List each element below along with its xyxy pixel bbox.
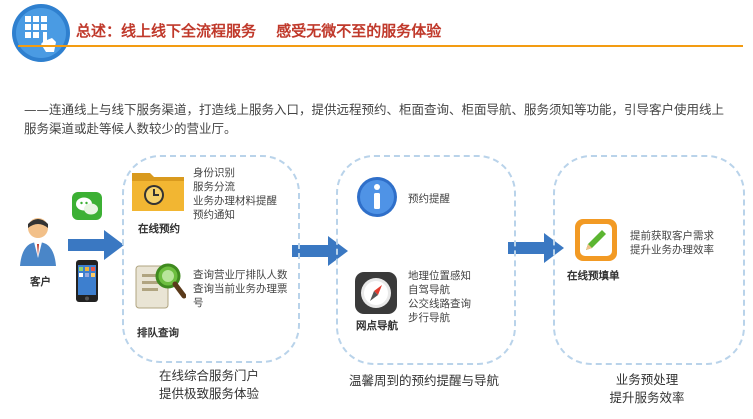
stage1-caption: 在线综合服务门户 提供极致服务体验 xyxy=(122,367,296,403)
caption-line: 提升服务效率 xyxy=(609,390,685,405)
stage2-caption: 温馨周到的预约提醒与导航 xyxy=(348,373,499,388)
stage1-box xyxy=(122,155,300,363)
desc-line: 查询当前业务办理票号 xyxy=(193,283,288,309)
stage1-item1-label: 在线预约 xyxy=(138,223,180,235)
stage2-item2-label: 网点导航 xyxy=(356,320,398,332)
caption-line: 在线综合服务门户 xyxy=(158,368,259,383)
desc-line: 地理位置感知 xyxy=(408,270,471,282)
flow-arrow-2 xyxy=(292,236,348,266)
stage3-item1-label: 在线预填单 xyxy=(567,270,620,282)
caption-line: 业务预处理 xyxy=(615,372,679,387)
desc-line: 业务办理材料提醒 xyxy=(193,195,277,207)
touch-grid-icon xyxy=(10,2,72,64)
folder-clock-icon xyxy=(130,167,186,213)
desc-line: 提前获取客户需求 xyxy=(630,230,714,242)
customer-label: 客户 xyxy=(30,276,51,288)
edit-form-icon xyxy=(574,218,618,262)
desc-line: 预约通知 xyxy=(193,209,235,221)
stage3-item1-desc: 提前获取客户需求 提升业务办理效率 xyxy=(630,229,740,257)
stage2-box xyxy=(336,155,516,365)
wechat-icon xyxy=(72,192,102,220)
desc-line: 公交线路查询 xyxy=(408,298,471,310)
info-icon xyxy=(355,175,399,219)
desc-line: 提升业务办理效率 xyxy=(630,244,714,256)
smartphone-icon xyxy=(76,260,98,302)
desc-line: 步行导航 xyxy=(408,312,450,324)
stage2-item1-desc: 预约提醒 xyxy=(408,192,508,206)
desc-line: 服务分流 xyxy=(193,181,235,193)
intro-text: ——连通线上与线下服务渠道，打造线上服务入口，提供远程预约、柜面查询、柜面导航、… xyxy=(24,102,725,136)
stage2-item2-desc: 地理位置感知 自驾导航 公交线路查询 步行导航 xyxy=(408,269,508,325)
stage1-item2-label: 排队查询 xyxy=(137,327,179,339)
flow-arrow-1 xyxy=(68,230,124,260)
desc-line: 身份识别 xyxy=(193,167,235,179)
desc-line: 查询营业厅排队人数 xyxy=(193,269,288,281)
page-title: 总述：线上线下全流程服务 感受无微不至的服务体验 xyxy=(76,22,442,40)
desc-line: 自驾导航 xyxy=(408,284,450,296)
stage1-item1-desc: 身份识别 服务分流 业务办理材料提醒 预约通知 xyxy=(193,166,293,222)
caption-line: 提供极致服务体验 xyxy=(158,386,259,401)
title-underline xyxy=(18,45,743,47)
desc-line: 预约提醒 xyxy=(408,193,450,205)
stage3-caption: 业务预处理 提升服务效率 xyxy=(553,371,741,407)
customer-icon xyxy=(16,214,60,268)
stage1-item2-desc: 查询营业厅排队人数 查询当前业务办理票号 xyxy=(193,268,293,310)
flow-arrow-3 xyxy=(508,233,564,263)
stage3-box xyxy=(553,155,745,365)
compass-icon xyxy=(354,271,398,315)
queue-search-icon xyxy=(134,260,186,316)
